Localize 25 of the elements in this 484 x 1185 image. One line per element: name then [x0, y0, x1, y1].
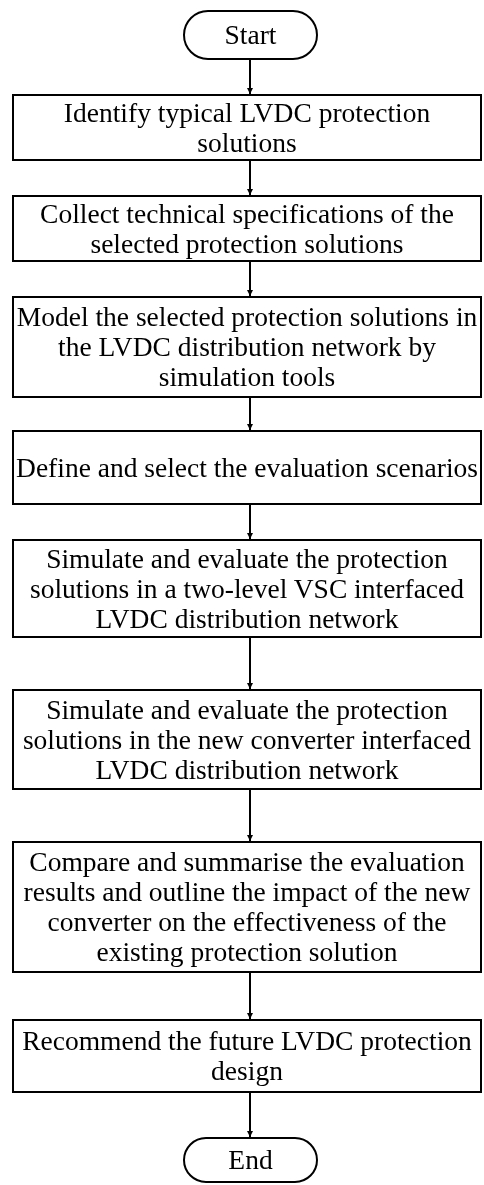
step-text: Compare and summarise the evaluation results and outline the impact of the new converter on the effectiveness of the existing protection solution [22, 847, 472, 967]
arrow [247, 637, 253, 690]
step-text: Define and select the evaluation scenarios [16, 452, 478, 483]
process-box [12, 1019, 482, 1093]
arrow [247, 789, 253, 842]
step-text: Model the selected protection solutions in the LVDC distribution network by simulation tools [15, 302, 479, 392]
step-text: Simulate and evaluate the protection solutions in a two-level VSC interfaced LVDC distribution network [28, 543, 466, 634]
step-text: Simulate and evaluate the protection solutions in the new converter interfaced LVDC distribution network [21, 694, 473, 785]
process-box [12, 94, 482, 161]
arrow [247, 397, 253, 431]
arrow [247, 972, 253, 1020]
step-text: End [228, 1145, 273, 1175]
step-text: Start [224, 20, 277, 50]
process-box [12, 430, 482, 505]
arrow [247, 261, 253, 297]
step-text: Recommend the future LVDC protection design [21, 1026, 473, 1086]
terminal-pill [183, 1137, 318, 1183]
step-text: Collect technical specifications of the selected protection solutions [39, 198, 455, 259]
arrow [247, 59, 253, 95]
process-box [12, 195, 482, 262]
arrow [247, 160, 253, 196]
arrow [247, 504, 253, 540]
step-text: Identify typical LVDC protection solutions [62, 97, 432, 158]
terminal-pill [183, 10, 318, 60]
arrow [247, 1092, 253, 1138]
